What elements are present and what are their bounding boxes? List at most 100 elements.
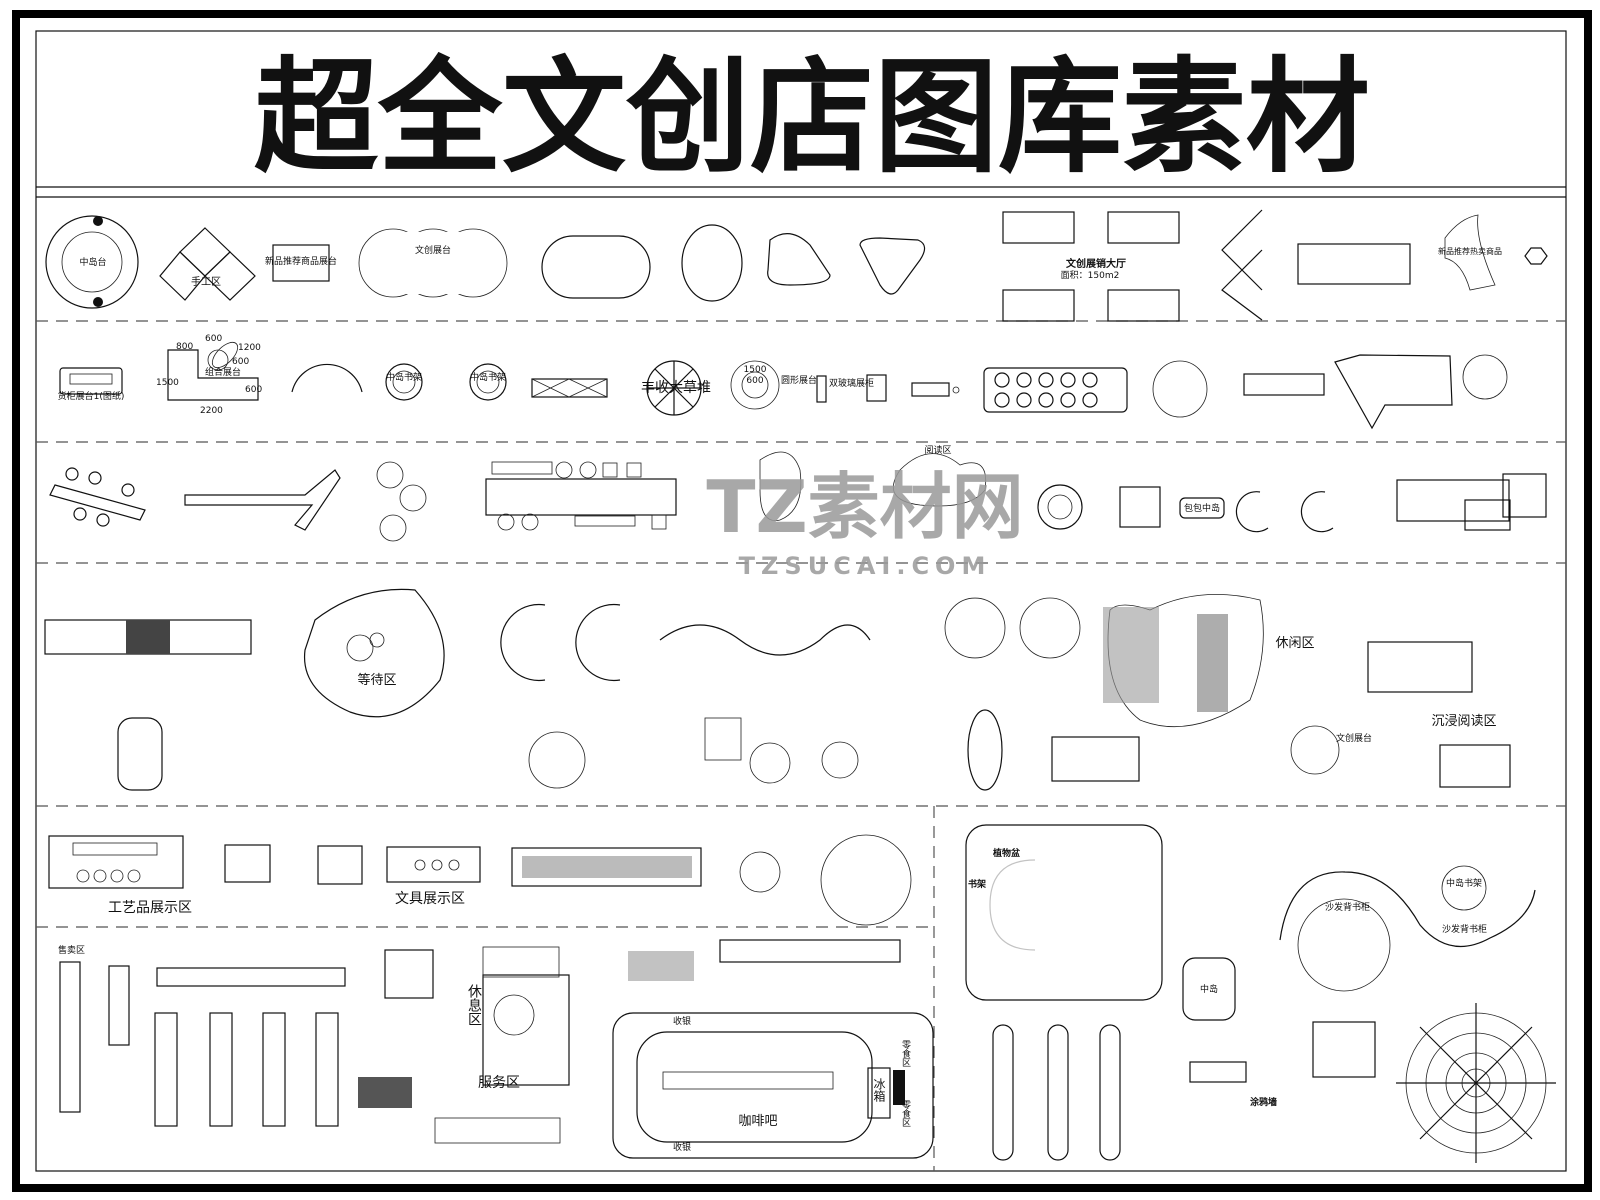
svg-text:600: 600 xyxy=(232,357,249,367)
svg-text:2200: 2200 xyxy=(200,406,223,416)
watermark: TZ素材网 TZSUCAI.COM xyxy=(706,465,1023,580)
planter-grid xyxy=(1189,1061,1247,1083)
bag-island: 包包中岛 xyxy=(1179,497,1225,519)
bookshelf-zone: 植物盆 书架 xyxy=(965,824,1163,1001)
svg-text:收银: 收银 xyxy=(673,1015,691,1027)
triangle-shelves xyxy=(1221,209,1263,321)
svg-text:新品推荐商品展台: 新品推荐商品展台 xyxy=(265,255,337,267)
svg-text:中岛台: 中岛台 xyxy=(79,256,106,268)
rug-pattern-2 xyxy=(1197,614,1228,712)
svg-text:1500: 1500 xyxy=(744,365,767,375)
circle-display xyxy=(1462,354,1508,400)
svg-text:零食区: 零食区 xyxy=(900,1040,911,1067)
round-meeting-table xyxy=(528,731,586,789)
oval-booth xyxy=(967,709,1003,791)
svg-text:圆形展台: 圆形展台 xyxy=(781,374,817,386)
svg-text:丰收大草堆: 丰收大草堆 xyxy=(641,380,711,396)
svg-text:文创展台: 文创展台 xyxy=(1336,732,1372,744)
svg-text:工艺品展示区: 工艺品展示区 xyxy=(108,900,192,916)
island-bookshelf-1: 中岛书架 xyxy=(385,363,423,401)
immersive-reading-label: 沉浸阅读区 xyxy=(1431,714,1496,729)
round-seat-table xyxy=(983,367,1128,413)
stationery-rack-2 xyxy=(317,845,363,885)
wave-sofa xyxy=(659,624,871,656)
island-bookshelf-2: 中岛书架 xyxy=(469,363,507,401)
glass-cabinet: 双玻璃展柜 xyxy=(816,374,960,403)
round-table xyxy=(1152,360,1208,418)
curved-seating xyxy=(291,363,363,393)
section-dividers xyxy=(36,320,1566,1171)
craft-display: 工艺品展示区 xyxy=(48,835,192,916)
svg-text:咖啡吧: 咖啡吧 xyxy=(738,1114,777,1129)
svg-text:新品推荐热卖商品: 新品推荐热卖商品 xyxy=(1438,246,1502,256)
cafe-shelf xyxy=(719,939,901,963)
svg-text:书架: 书架 xyxy=(968,878,986,890)
angled-bar-table xyxy=(184,469,341,531)
svg-text:沙发背书柜: 沙发背书柜 xyxy=(1442,923,1487,935)
new-products-stand: 新品推荐商品展台 xyxy=(265,244,337,282)
service-counter xyxy=(434,1117,561,1144)
planter-box xyxy=(384,949,434,999)
svg-text:中岛书架: 中岛书架 xyxy=(470,371,506,383)
reading-table xyxy=(1367,641,1473,693)
svg-text:文创展台: 文创展台 xyxy=(415,244,451,256)
svg-text:面积：150m2: 面积：150m2 xyxy=(1061,269,1120,281)
leisure-area-label: 休闲区 xyxy=(1275,636,1314,651)
svg-text:600: 600 xyxy=(746,376,763,386)
svg-text:等待区: 等待区 xyxy=(357,672,396,688)
svg-text:600: 600 xyxy=(205,334,222,344)
long-bar-table xyxy=(511,847,702,887)
tree-canopy xyxy=(820,834,912,926)
svg-text:1500: 1500 xyxy=(156,378,179,388)
svg-text:TZ素材网: TZ素材网 xyxy=(706,465,1023,549)
bar-table-stools xyxy=(49,467,146,527)
planters xyxy=(628,951,694,981)
triangle-display-table xyxy=(767,233,831,286)
svg-text:阅读区: 阅读区 xyxy=(924,444,951,456)
round-stand: 1500 600 圆形展台 xyxy=(730,360,817,410)
oval-display-table xyxy=(541,235,651,299)
center-island-table: 中岛台 xyxy=(45,215,139,309)
round-table-ring xyxy=(1037,484,1083,530)
long-display-table xyxy=(44,619,252,655)
rug xyxy=(358,1077,412,1108)
svg-text:中岛书架: 中岛书架 xyxy=(386,371,422,383)
cafe-table xyxy=(739,851,781,893)
semicircle-tables xyxy=(944,597,1081,659)
sales-shelves xyxy=(59,961,346,1127)
waiting-area: 等待区 xyxy=(303,588,445,718)
haystack: 丰收大草堆 xyxy=(641,360,711,416)
stationery-rack-1 xyxy=(224,844,271,883)
wave-sofa-line xyxy=(659,624,871,656)
svg-text:手工区: 手工区 xyxy=(191,275,221,288)
service-area-label: 服务区 xyxy=(478,1075,520,1091)
decor-display-table xyxy=(1334,354,1453,430)
inner-frame xyxy=(35,30,1567,1172)
svg-text:休息区: 休息区 xyxy=(466,984,482,1026)
desk-unit xyxy=(704,717,742,761)
new-hot-stand: 新品推荐热卖商品 xyxy=(1438,214,1502,291)
creative-stand-cloud: 文创展台 xyxy=(358,228,508,298)
cafe-bar: 收银 收银 咖啡吧 冰箱 零食区 零食区 xyxy=(612,1012,934,1159)
svg-text:包包中岛: 包包中岛 xyxy=(1184,502,1220,514)
display-cabinet-2 xyxy=(1464,499,1511,531)
dining-table xyxy=(1312,1021,1376,1078)
radial-shelf xyxy=(1396,1003,1556,1163)
svg-text:货柜展台1(图纸): 货柜展台1(图纸) xyxy=(58,390,125,402)
hexagon-stool xyxy=(1524,247,1548,265)
svg-text:文具展示区: 文具展示区 xyxy=(395,891,465,907)
svg-text:冰箱: 冰箱 xyxy=(872,1078,886,1102)
outer-frame xyxy=(12,10,1592,1192)
svg-text:中岛: 中岛 xyxy=(1200,983,1218,995)
svg-text:600: 600 xyxy=(245,385,262,395)
cabinet-stand: 货柜展台1(图纸) xyxy=(58,367,125,402)
book-cabinet xyxy=(1439,744,1511,788)
svg-text:沙发背书柜: 沙发背书柜 xyxy=(1325,901,1370,913)
s-shaped-sofa-shelf: 沙发背书柜 沙发背书柜 中岛书架 xyxy=(1279,865,1536,992)
svg-text:植物盆: 植物盆 xyxy=(992,847,1021,859)
svg-text:文创展销大厅: 文创展销大厅 xyxy=(1066,257,1126,270)
organic-sofa xyxy=(759,451,802,522)
long-counter xyxy=(485,461,677,531)
creative-stand-round: 文创展台 xyxy=(1290,725,1372,775)
stationery-display: 文具展示区 xyxy=(386,846,481,907)
